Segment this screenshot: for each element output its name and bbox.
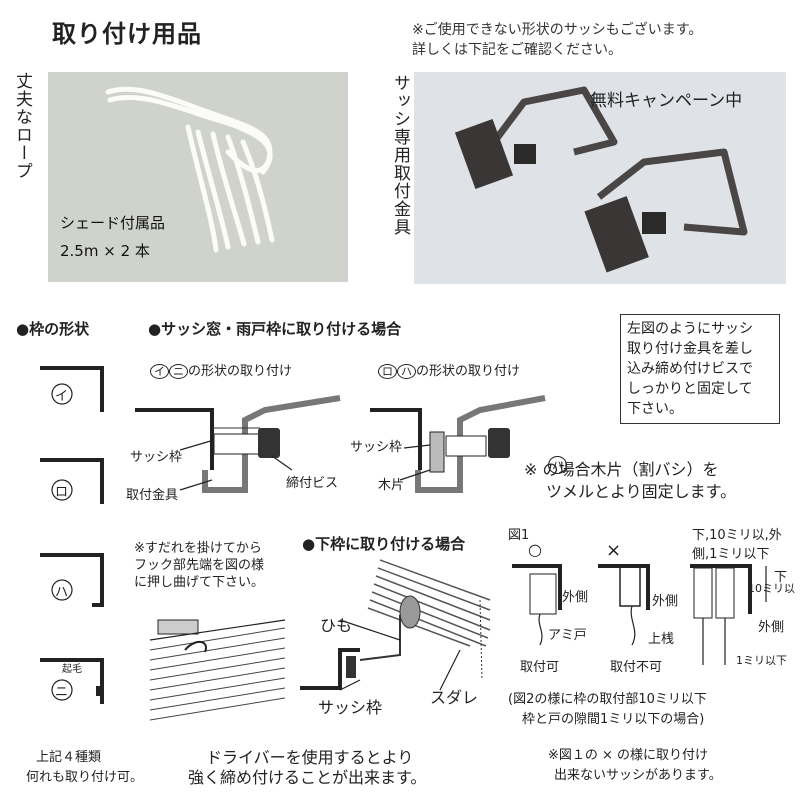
sash-sub2: ロハの形状の取り付け bbox=[378, 360, 520, 379]
sash-note1-mark: ハ bbox=[548, 456, 567, 474]
box-line5: 下さい。 bbox=[627, 401, 683, 417]
frame-label-i: イ bbox=[55, 389, 69, 404]
frame-label-ha: ハ bbox=[55, 585, 69, 600]
notice-line1: ※ご使用できない形状のサッシもございます。 bbox=[412, 22, 703, 38]
sash-sub1-mark2: ニ bbox=[169, 364, 188, 379]
frames-heading: ●枠の形状 bbox=[16, 320, 90, 338]
sash-right-label1: サッシ枠 bbox=[350, 440, 403, 455]
bottom-footer1: ドライバーを使用するとより bbox=[206, 748, 414, 767]
frame-label-ro: ロ bbox=[55, 485, 69, 500]
fig1-label: 図1 bbox=[508, 528, 530, 543]
fig1-ok-label3: 取付可 bbox=[520, 660, 560, 675]
sash-sub1: イニの形状の取り付け bbox=[150, 360, 292, 379]
hook-note-line2: フック部先端を図の様 bbox=[134, 558, 265, 573]
bottom-label-sash: サッシ枠 bbox=[318, 698, 383, 717]
box-line4: しっかりと固定して bbox=[627, 381, 753, 397]
fig1-ng-label2: 上桟 bbox=[648, 632, 675, 647]
notice-line2: 詳しくは下記をご確認ください。 bbox=[412, 42, 622, 58]
box-line3: 込み締め付けビスで bbox=[627, 361, 753, 377]
rope-side-label: 丈夫なロープ bbox=[12, 72, 32, 180]
sash-left-label3: 締付ビス bbox=[286, 476, 339, 491]
bottom-label-himo: ひも bbox=[320, 616, 353, 635]
rope-illustration bbox=[105, 86, 275, 253]
sash-right-label2: 木片 bbox=[378, 478, 405, 493]
bracket-photo: 無料キャンペーン中 bbox=[414, 72, 786, 284]
fig2-label2: 10ミリ以 bbox=[748, 582, 795, 595]
fig1-ok-label2: アミ戸 bbox=[548, 628, 587, 643]
rope-caption1: シェード付属品 bbox=[60, 214, 166, 232]
bracket-illustration bbox=[454, 86, 748, 273]
fig2-label3: 外側 bbox=[758, 620, 785, 635]
frames-footer2: 何れも取り付け可。 bbox=[26, 770, 144, 785]
fig2-label4: 1ミリ以下 bbox=[736, 654, 787, 667]
hook-note-line1: ※すだれを掛けてから bbox=[134, 541, 262, 556]
figures-footer1: ※図１の × の様に取り付け bbox=[548, 748, 709, 763]
kimo-label: 起毛 bbox=[62, 664, 82, 675]
fig1-ng-mark: × bbox=[606, 540, 622, 561]
frame-label-ni: ニ bbox=[55, 685, 69, 700]
fig1-ng-label3: 取付不可 bbox=[610, 660, 663, 675]
fig1-ok-label1: 外側 bbox=[562, 590, 589, 605]
fig2-caption1: (図2の様に枠の取付部10ミリ以下 bbox=[508, 692, 707, 707]
sash-sub2-text: の形状の取り付け bbox=[416, 364, 521, 379]
sash-note1-text: ※ の場合木片（割バシ）を bbox=[524, 460, 719, 479]
rope-caption2: 2.5m × 2 本 bbox=[60, 242, 150, 260]
bottom-label-sudare: スダレ bbox=[430, 688, 479, 707]
sash-left-label1: サッシ枠 bbox=[130, 450, 183, 465]
bottom-frame-heading: ●下枠に取り付ける場合 bbox=[302, 535, 466, 553]
frames-footer1: 上記４種類 bbox=[36, 750, 102, 765]
sash-note1: ※ の場合木片（割バシ）を bbox=[524, 456, 719, 480]
fig1-ng-label1: 外側 bbox=[652, 594, 679, 609]
fig2-label1: 下 bbox=[774, 570, 788, 585]
hook-note-line3: に押し曲げて下さい。 bbox=[134, 575, 265, 590]
sash-sub1-mark1: イ bbox=[150, 364, 169, 379]
page-title: 取り付け用品 bbox=[52, 20, 202, 48]
sash-sub1-text: の形状の取り付け bbox=[188, 364, 293, 379]
bottom-footer2: 強く締め付けることが出来ます。 bbox=[188, 768, 427, 787]
fig2-caption2: 枠と戸の隙間1ミリ以下の場合) bbox=[522, 712, 705, 727]
sash-sub2-mark2: ハ bbox=[397, 364, 416, 379]
notice: ※ご使用できない形状のサッシもございます。 詳しくは下記をご確認ください。 bbox=[412, 20, 702, 60]
fig1-ok-mark: ○ bbox=[528, 540, 542, 559]
campaign-label: 無料キャンペーン中 bbox=[590, 91, 743, 111]
box-line1: 左図のようにサッシ bbox=[627, 321, 753, 337]
sash-sub2-mark1: ロ bbox=[378, 364, 397, 379]
sash-heading: ●サッシ窓・雨戸枠に取り付ける場合 bbox=[148, 320, 402, 338]
hook-note: ※すだれを掛けてから フック部先端を図の様 に押し曲げて下さい。 bbox=[134, 540, 264, 591]
box-line2: 取り付け金具を差し bbox=[627, 341, 753, 357]
sash-note2: ツメルとより固定します。 bbox=[546, 482, 737, 501]
bracket-side-label: サッシ専用取付金具 bbox=[390, 74, 410, 236]
fig2-label: 下,10ミリ以,外側,1ミリ以下 bbox=[692, 528, 782, 562]
rope-photo: シェード付属品 2.5m × 2 本 bbox=[48, 72, 348, 282]
figures-footer2: 出来ないサッシがあります。 bbox=[554, 768, 722, 783]
sash-left-label2: 取付金具 bbox=[126, 488, 179, 503]
instruction-box: 左図のようにサッシ 取り付け金具を差し 込み締め付けビスで しっかりと固定して … bbox=[620, 314, 780, 424]
